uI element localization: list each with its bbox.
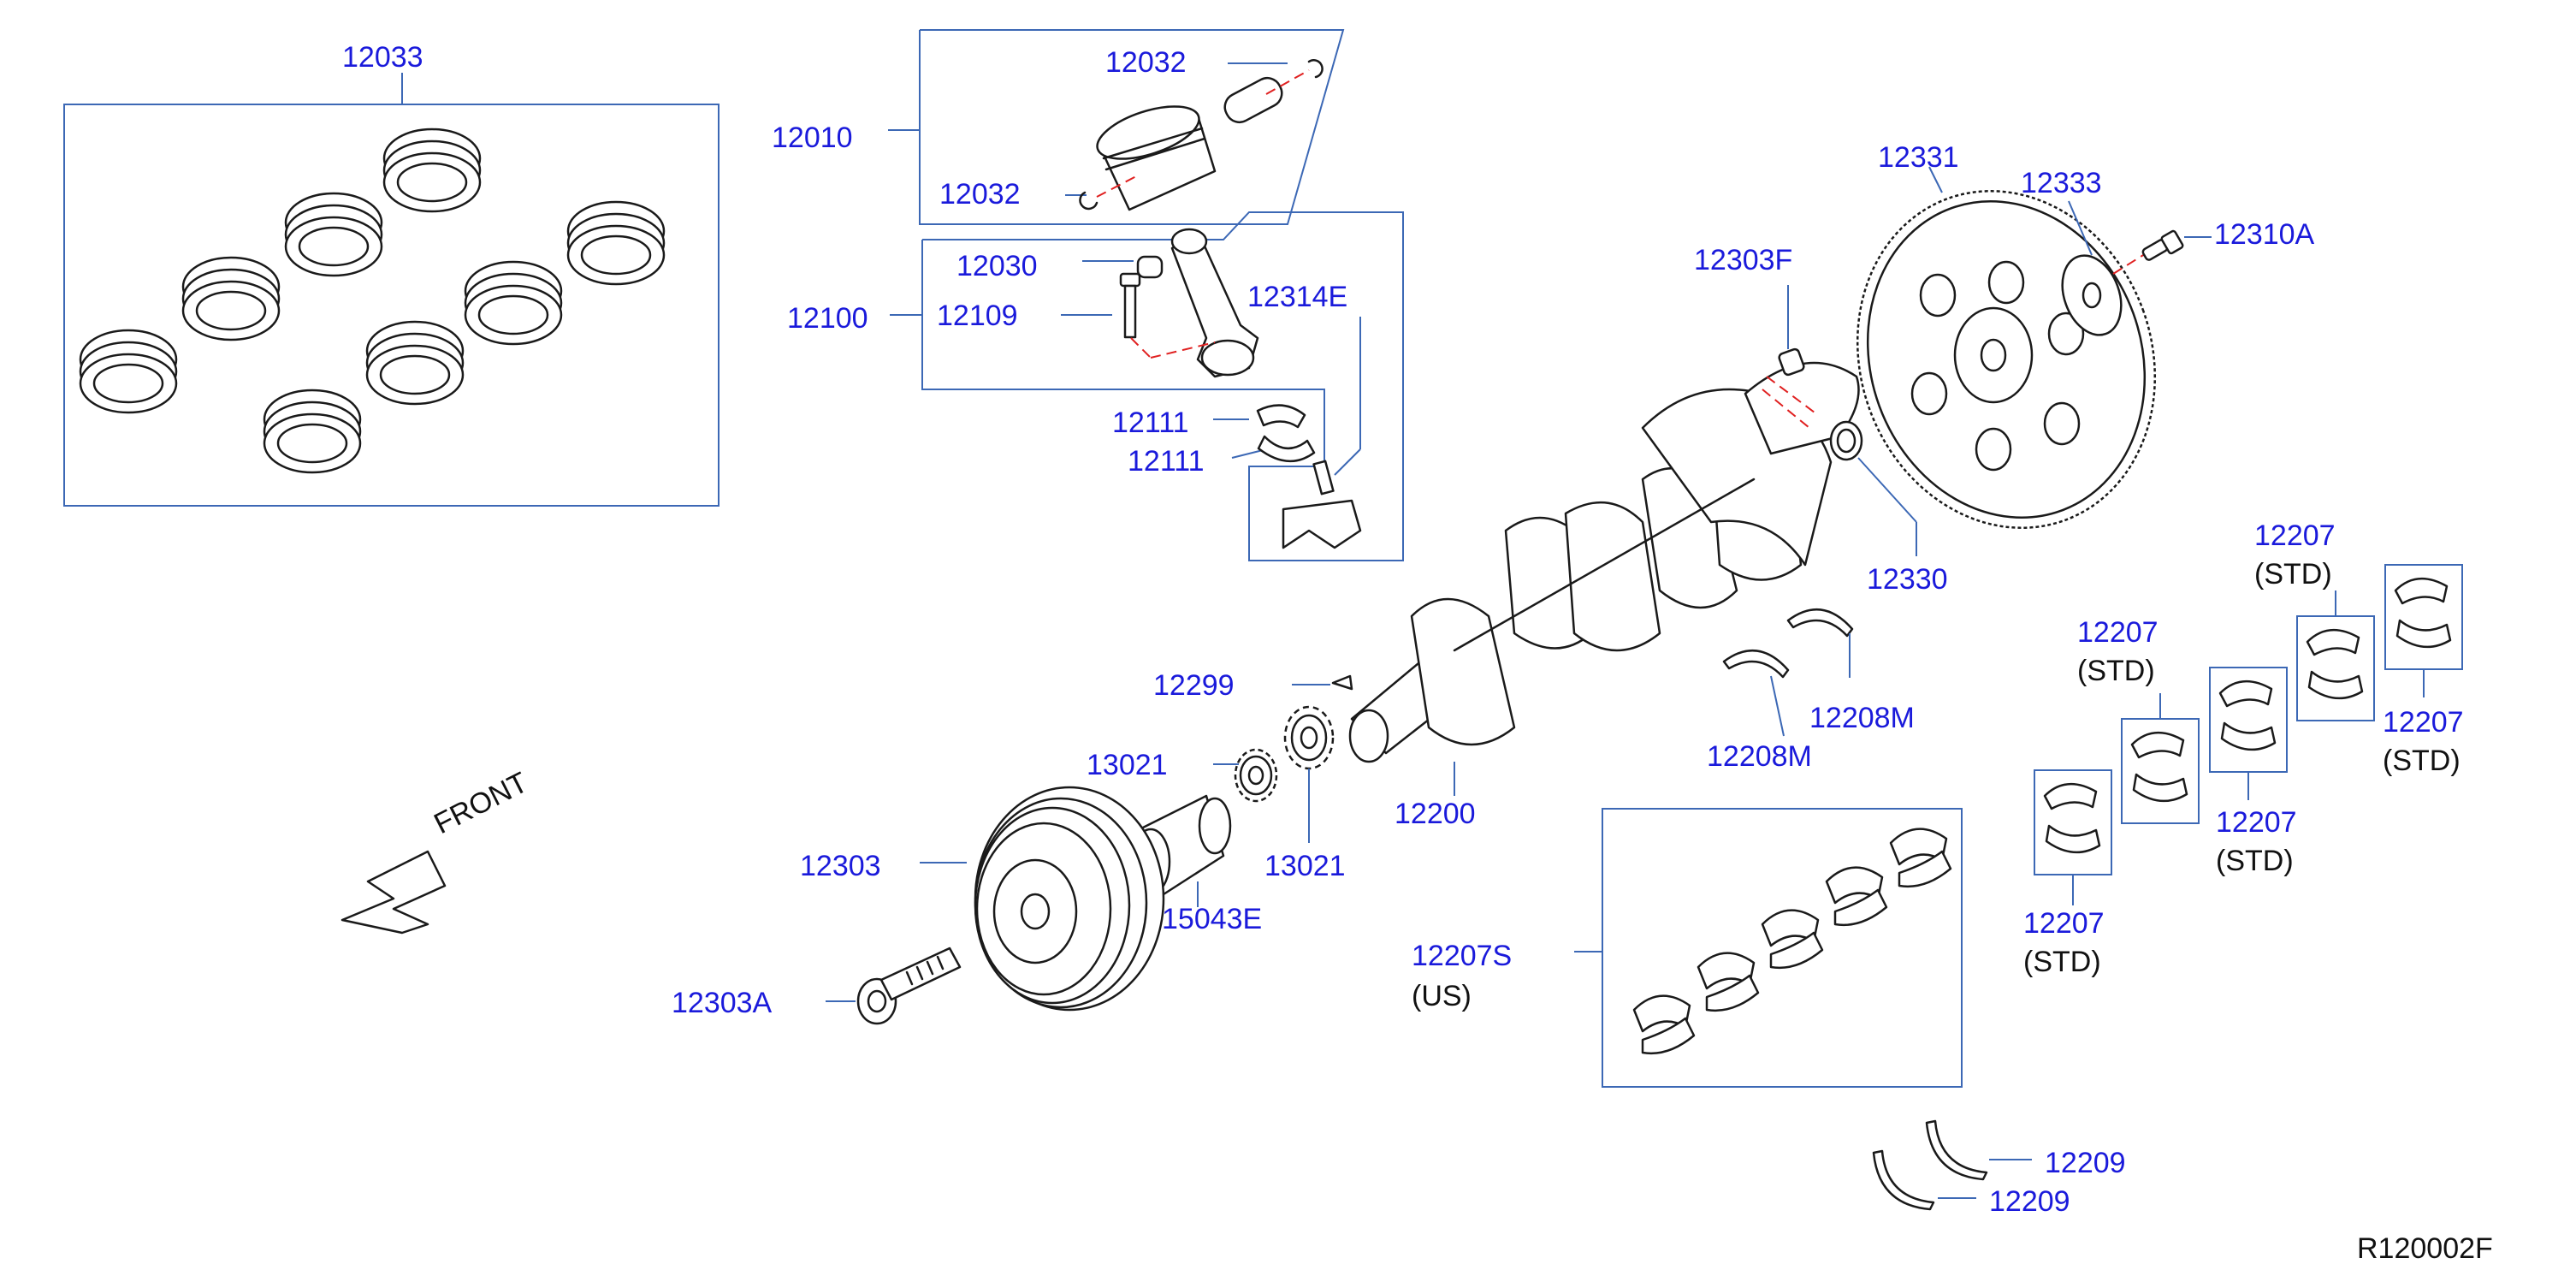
label-12303A: 12303A bbox=[672, 987, 773, 1019]
note-std-5: (STD) bbox=[2023, 946, 2101, 978]
piston-pin bbox=[1223, 76, 1283, 124]
crank-sprocket-a bbox=[1213, 748, 1278, 803]
crank-dowel-pin bbox=[1762, 285, 1819, 429]
front-arrow bbox=[341, 850, 447, 935]
label-12207S: 12207S bbox=[1412, 940, 1512, 972]
rod-bearing-lower bbox=[1257, 435, 1316, 463]
piston-ring-set-group bbox=[63, 73, 720, 507]
snap-ring-lower bbox=[1079, 191, 1099, 211]
label-12109: 12109 bbox=[937, 300, 1018, 332]
label-12208M-upper: 12208M bbox=[1809, 702, 1915, 734]
label-12314E: 12314E bbox=[1247, 281, 1347, 313]
flywheel-bolt bbox=[2141, 229, 2212, 261]
label-12303: 12303 bbox=[800, 850, 881, 882]
connecting-rod-box bbox=[921, 211, 1404, 561]
label-12030: 12030 bbox=[956, 250, 1038, 282]
connecting-rod-group bbox=[890, 211, 1404, 561]
thrust-washers bbox=[1722, 608, 1854, 737]
label-12310A: 12310A bbox=[2214, 218, 2315, 251]
label-12200: 12200 bbox=[1395, 798, 1476, 830]
main-bearing-set-group bbox=[1574, 808, 1963, 1088]
main-bearing-std-boxes bbox=[2034, 564, 2463, 905]
label-12032-lower: 12032 bbox=[939, 178, 1021, 211]
rod-cap bbox=[1282, 499, 1362, 549]
label-12207-1: 12207 bbox=[2254, 519, 2336, 552]
label-12010: 12010 bbox=[772, 122, 853, 154]
note-us: (US) bbox=[1412, 980, 1472, 1012]
lower-thrust-washers bbox=[1872, 1119, 2032, 1211]
note-std-3: (STD) bbox=[2383, 745, 2461, 777]
diagram-reference: R120002F bbox=[2357, 1232, 2493, 1265]
label-12111-lower: 12111 bbox=[1128, 445, 1205, 478]
label-12111-upper: 12111 bbox=[1112, 407, 1189, 439]
piston bbox=[1096, 105, 1217, 211]
label-12330: 12330 bbox=[1867, 563, 1948, 596]
woodruff-key bbox=[1292, 674, 1353, 691]
label-12299: 12299 bbox=[1153, 669, 1235, 702]
note-std-1: (STD) bbox=[2254, 558, 2332, 590]
label-12209-lower: 12209 bbox=[1989, 1185, 2070, 1218]
reinforcement-plate bbox=[2061, 200, 2148, 336]
label-13021-left: 13021 bbox=[1087, 749, 1168, 781]
crank-sprocket-b bbox=[1283, 705, 1335, 843]
front-label: FRONT bbox=[429, 766, 533, 840]
label-12100: 12100 bbox=[787, 302, 868, 335]
main-bearing-set-box bbox=[1602, 808, 1963, 1088]
label-12333: 12333 bbox=[2021, 167, 2102, 199]
label-12207-3: 12207 bbox=[2383, 706, 2464, 739]
label-12209-upper: 12209 bbox=[2045, 1147, 2126, 1179]
rod-bolt bbox=[1119, 272, 1141, 339]
drive-plate bbox=[1856, 166, 2157, 529]
piston-pin-bushing bbox=[1136, 255, 1164, 279]
label-12208M-lower: 12208M bbox=[1707, 740, 1812, 773]
rod-bearing-upper bbox=[1256, 404, 1306, 429]
piston-box bbox=[919, 29, 1345, 225]
label-15043E: 15043E bbox=[1162, 903, 1262, 935]
piston-ring-stacks bbox=[79, 128, 666, 474]
label-12207-4: 12207 bbox=[2216, 806, 2297, 839]
piston-ring-set-box bbox=[63, 104, 720, 507]
label-12207-2: 12207 bbox=[2077, 616, 2159, 649]
piston-group bbox=[888, 29, 1345, 225]
label-12207-5: 12207 bbox=[2023, 907, 2105, 940]
pulley-bolt bbox=[826, 947, 962, 1025]
label-13021-right: 13021 bbox=[1264, 850, 1346, 882]
connecting-rod bbox=[1170, 228, 1259, 378]
snap-ring-upper bbox=[1307, 59, 1324, 79]
note-std-2: (STD) bbox=[2077, 655, 2155, 687]
label-12033: 12033 bbox=[342, 41, 423, 74]
crankshaft bbox=[1348, 361, 1860, 796]
label-12032-upper: 12032 bbox=[1105, 46, 1187, 79]
main-bearing-shells bbox=[1632, 828, 1952, 1054]
label-12303F: 12303F bbox=[1694, 244, 1792, 276]
note-std-4: (STD) bbox=[2216, 845, 2294, 877]
pilot-bushing bbox=[1829, 420, 1917, 556]
rod-dowel bbox=[1312, 460, 1335, 496]
crank-pulley bbox=[920, 786, 1165, 1012]
label-12331: 12331 bbox=[1878, 141, 1959, 174]
